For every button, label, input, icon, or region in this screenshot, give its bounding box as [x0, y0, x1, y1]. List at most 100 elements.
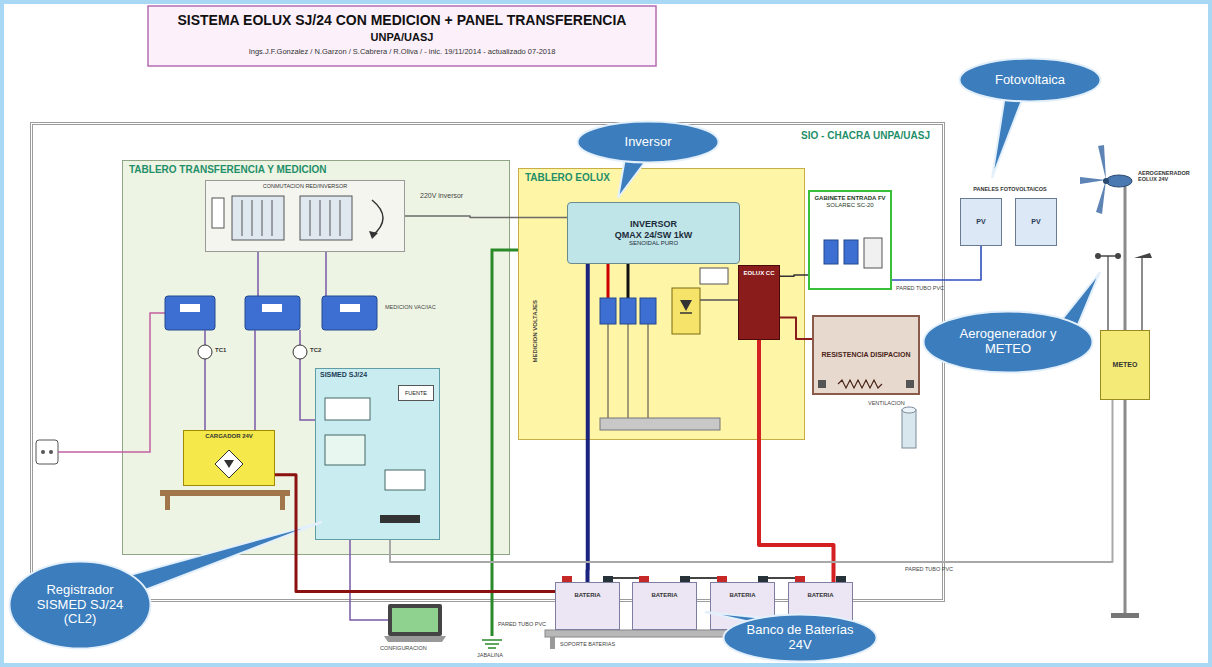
diode-bar [680, 312, 692, 314]
pv-panel: PV [1015, 198, 1057, 246]
wire-connector [892, 246, 981, 280]
label-text: UNPA/UASJ [148, 31, 656, 44]
node-text: CARGADOR 24V [205, 433, 253, 440]
board-frame: SIO - CHACRA UNPA/UASJTABLERO TRANSFEREN… [30, 122, 945, 602]
wire-connector [759, 340, 834, 582]
breaker-window [262, 304, 282, 312]
label-anchor: TC1 [215, 347, 226, 354]
breaker [824, 240, 838, 264]
resistor-terminal [906, 380, 914, 388]
label-anchor: VENTILACION [868, 400, 905, 406]
breaker [245, 296, 300, 330]
label-anchor: PANELES FOTOVOLTAICOS [955, 186, 1065, 192]
mains-wire [58, 451, 122, 453]
callout-ellipse [924, 312, 1093, 373]
label-text: PARED TUBO PVC [896, 285, 944, 291]
pv-regulator [864, 238, 882, 268]
diode-symbol [224, 460, 234, 468]
callout-tail [618, 158, 645, 198]
wind-vane [1134, 253, 1152, 258]
turbine-blade [1096, 180, 1106, 214]
contactor [232, 196, 284, 240]
laptop-screen [392, 608, 438, 632]
node-text: TABLERO TRANSFERENCIA Y MEDICION [129, 164, 326, 176]
wire-connector [780, 318, 812, 340]
callout-tail [130, 522, 322, 592]
vent-pipe-top [902, 407, 916, 413]
battery-box: BATERIA [555, 582, 620, 630]
callout-text: Banco de Baterías 24V [743, 623, 858, 653]
label-anchor: CONFIGURACION [380, 645, 427, 651]
arrow-head [369, 231, 378, 239]
callout-tail [992, 95, 1022, 178]
inverter-box: INVERSORQMAX 24/SW 1kWSENOIDAL PURO [567, 202, 740, 264]
label-anchor: SOPORTE BATERIAS [560, 641, 615, 647]
battery-link [613, 577, 795, 579]
wire-connector [586, 264, 590, 582]
anemometer-cup [1095, 253, 1101, 259]
callout-bubble: Fotovoltaica [958, 57, 1102, 103]
logger-module [385, 470, 425, 490]
wire [205, 330, 315, 430]
node-text: METEO [1113, 361, 1138, 369]
ground-wire [492, 250, 518, 636]
breaker [844, 240, 858, 264]
vent-pipe [902, 410, 916, 448]
node-text: QMAX 24/SW 1kW [615, 230, 693, 240]
breaker [600, 298, 616, 324]
callout-ellipse [960, 59, 1101, 102]
callout-text: Registrador SISMED SJ/24 (CL2) [25, 583, 135, 628]
node-text: SISMED SJ/24 [320, 371, 367, 379]
mains-outlet [36, 440, 58, 464]
callout-text: Fotovoltaica [995, 73, 1065, 88]
outlet-pin [41, 450, 45, 454]
label-anchor: MEDICION VAC/IAC [385, 304, 436, 310]
interlock-arrow [372, 200, 383, 236]
pv-panel: PV [960, 198, 1002, 246]
label-text: PARED TUBO PVC [498, 621, 546, 627]
node-text: FUENTE [405, 390, 427, 396]
label-anchor: Ings.J.F.Gonzalez / N.Garzon / S.Cabrera… [148, 48, 656, 57]
label-text: JABALINA [477, 652, 503, 658]
node-text: SOLAREC SC-20 [826, 202, 873, 209]
label-text: CONFIGURACION [380, 645, 427, 651]
resistor-symbol [838, 380, 882, 388]
contactor-poles [310, 200, 340, 236]
terminal-strip [380, 515, 420, 523]
wire [258, 252, 326, 296]
node-text: BATERIA [651, 592, 677, 599]
node-text: EOLUX CC [743, 270, 774, 277]
vane-pole [1141, 258, 1143, 330]
breaker-window [340, 304, 360, 312]
rectifier-symbol [215, 450, 243, 478]
label-text: PANELES FOTOVOLTAICOS [955, 186, 1065, 192]
node-text: PV [976, 218, 985, 226]
usb-cable [350, 540, 388, 620]
wire [700, 299, 738, 301]
callout-ellipse [724, 615, 877, 662]
callout-text: Aerogenerador y METEO [953, 327, 1063, 357]
node-text: PV [1031, 218, 1040, 226]
node-text: BATERIA [729, 592, 755, 599]
aux-relay [212, 198, 224, 228]
dc-wire [627, 264, 630, 298]
tower-base [1111, 613, 1139, 618]
mains-wire [122, 313, 165, 452]
eolux-panel: TABLERO EOLUXINVERSORQMAX 24/SW 1kWSENOI… [518, 168, 805, 440]
current-transformer [198, 345, 212, 359]
label-anchor: PARED TUBO PVC [896, 285, 944, 291]
charge-controller: EOLUX CC [738, 265, 780, 340]
wire-connector [405, 216, 567, 218]
contactor-poles [242, 200, 272, 236]
battery-box: BATERIA [632, 582, 697, 630]
breaker [165, 296, 215, 330]
label-anchor: TC2 [310, 347, 321, 354]
node-text: CONMUTACION RED/INVERSOR [263, 183, 348, 189]
label-anchor: PARED TUBO PVC [905, 566, 953, 572]
anemometer-pole [1107, 256, 1109, 330]
resistor-terminal [818, 380, 826, 388]
breaker-window [180, 304, 200, 312]
wire-connector [390, 400, 1113, 562]
